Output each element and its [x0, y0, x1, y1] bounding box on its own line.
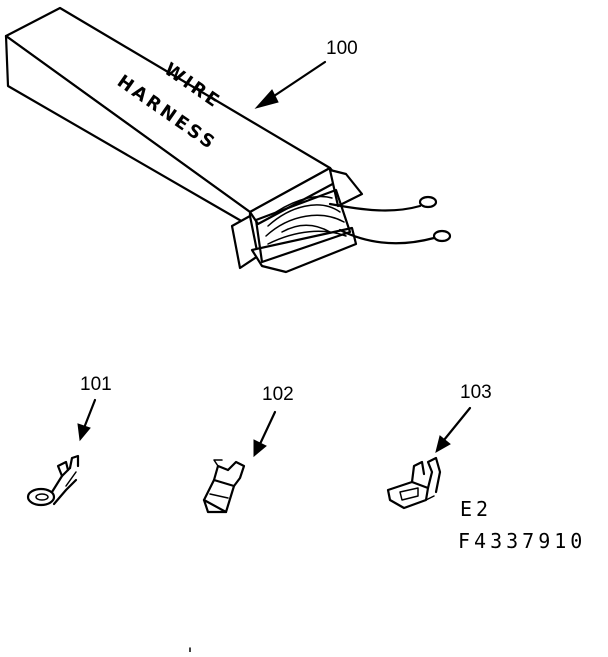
flag-terminal-drawing	[202, 459, 246, 514]
callout-100: 100	[254, 38, 358, 109]
callout-103: 103	[435, 382, 492, 454]
callout-102-label: 102	[262, 384, 294, 405]
wire-harness-box-drawing: WIRE HARNESS	[4, 6, 452, 274]
diagram-code-e2: E2	[460, 497, 492, 521]
callout-100-label: 100	[326, 38, 358, 59]
callout-102: 102	[253, 384, 294, 458]
diagram-code-part-number: F4337910	[458, 529, 586, 553]
callout-101-label: 101	[80, 374, 112, 395]
callout-103-label: 103	[460, 382, 492, 403]
ring-terminal-drawing	[26, 454, 80, 507]
spade-terminal-drawing	[386, 456, 442, 510]
callout-101: 101	[77, 374, 112, 442]
